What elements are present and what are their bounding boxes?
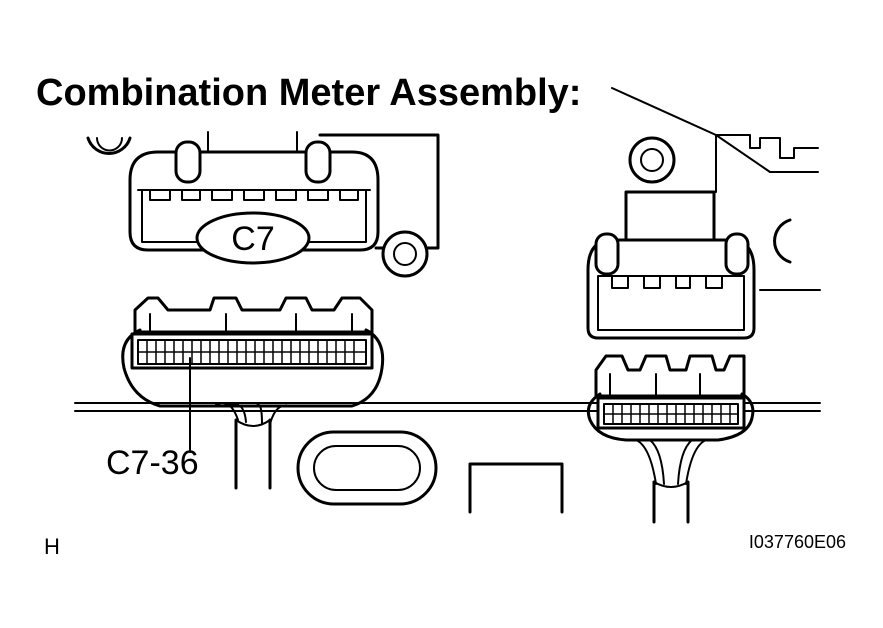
terminal-label: C7-36 (106, 444, 199, 482)
connector-label: C7 (231, 220, 274, 258)
panel-bracket (468, 462, 564, 514)
corner-letter: H (44, 534, 60, 559)
left-meter-housing (86, 131, 440, 278)
lower-left-plug (121, 296, 385, 490)
figure-code: I037760E06 (749, 532, 846, 552)
lower-right-plug (586, 354, 755, 524)
right-meter-housing (628, 134, 821, 291)
upper-left-connector (128, 140, 380, 252)
panel-slot (296, 430, 438, 506)
upper-right-connector (586, 190, 756, 340)
c7-label-tag: C7 (195, 211, 311, 265)
diagram-title: Combination Meter Assembly: (36, 72, 581, 114)
